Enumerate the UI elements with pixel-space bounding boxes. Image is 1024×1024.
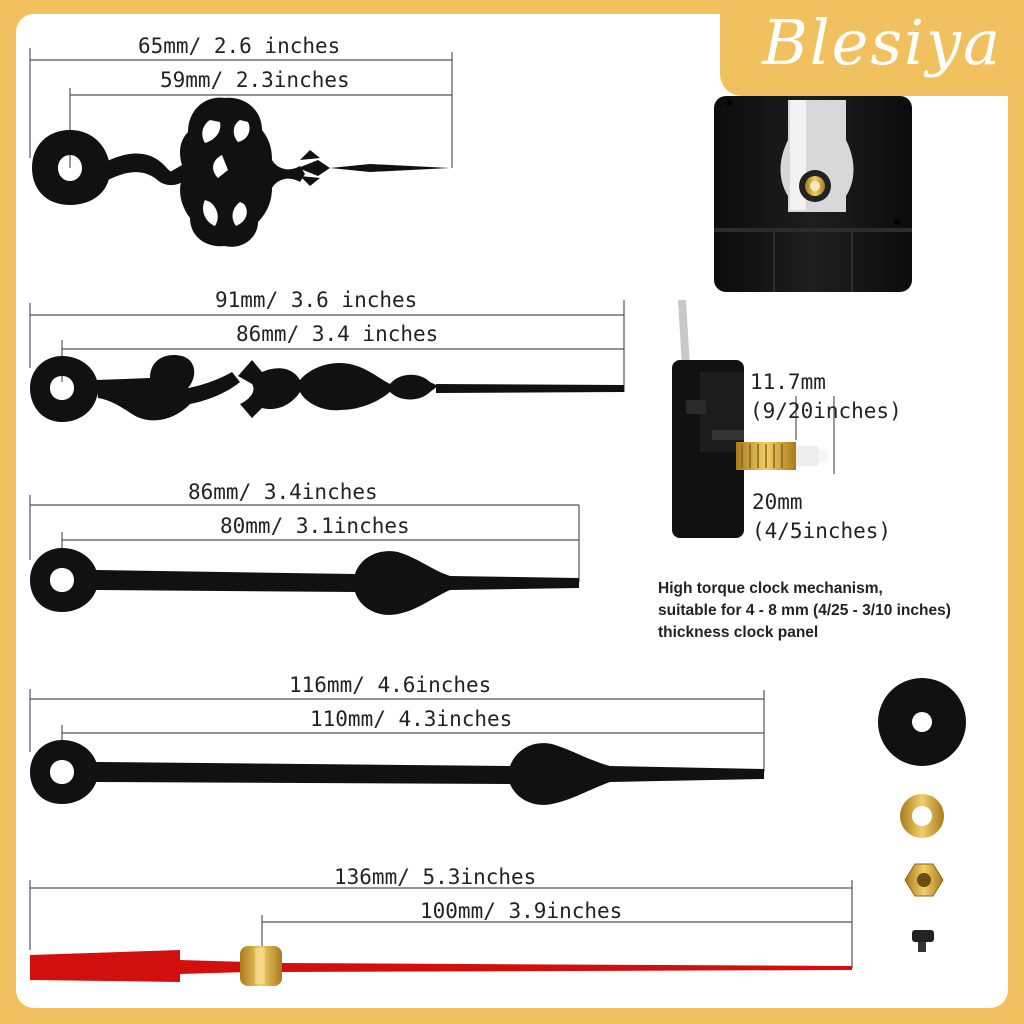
mechanism-caption-line-2: suitable for 4 - 8 mm (4/25 - 3/10 inche… [658, 602, 951, 619]
hand-5-overall-length: 136mm/ 5.3inches [334, 865, 537, 889]
thread-length-mm: 20mm [752, 490, 803, 514]
hanger-screw [912, 930, 934, 952]
hand-2-overall-length: 91mm/ 3.6 inches [215, 288, 418, 312]
hand-3-overall-length: 86mm/ 3.4inches [188, 480, 378, 504]
brass-washer [900, 794, 944, 838]
ornate-hour-hand-dimensions [29, 48, 453, 168]
rubber-washer [878, 678, 966, 766]
brand-tab: Blesiya [720, 0, 1024, 96]
brand-logo: Blesiya [762, 6, 1002, 79]
mechanism-caption-line-1: High torque clock mechanism, [658, 580, 883, 597]
mechanism-caption-line-3: thickness clock panel [658, 624, 819, 641]
spade-minute-hand [30, 740, 764, 805]
clock-movement-front [714, 96, 912, 292]
hand-4-center-length: 110mm/ 4.3inches [310, 707, 513, 731]
hand-1-center-length: 59mm/ 2.3inches [160, 68, 350, 92]
clock-movement-side [672, 300, 835, 538]
thread-length-inches: (4/5inches) [752, 519, 892, 543]
ornate-minute-hand [30, 354, 624, 422]
spade-hour-hand [30, 548, 579, 615]
shaft-length-mm: 11.7mm [750, 370, 826, 394]
hand-4-overall-length: 116mm/ 4.6inches [289, 673, 492, 697]
hand-2-center-length: 86mm/ 3.4 inches [236, 322, 439, 346]
hex-nut [904, 863, 944, 897]
second-hand [30, 946, 852, 986]
hand-5-center-length: 100mm/ 3.9inches [420, 899, 623, 923]
ornate-hour-hand [32, 97, 450, 247]
second-hand-dimensions [29, 880, 853, 968]
hand-1-overall-length: 65mm/ 2.6 inches [138, 34, 341, 58]
hand-3-center-length: 80mm/ 3.1inches [220, 514, 410, 538]
ornate-minute-hand-dimensions [29, 300, 625, 392]
shaft-length-inches: (9/20inches) [750, 399, 902, 423]
spade-hour-hand-dimensions [29, 495, 580, 582]
spade-minute-hand-dimensions [29, 689, 765, 772]
